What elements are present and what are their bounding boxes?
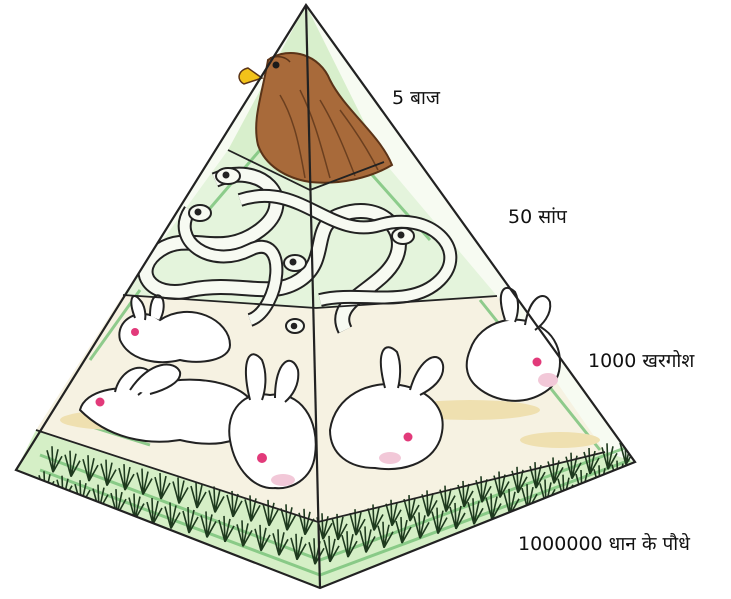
- label-plant-count: 1000000: [518, 533, 603, 555]
- label-snake-name: सांप: [538, 206, 567, 228]
- label-eagle-name: बाज: [410, 87, 440, 109]
- label-plant-name: धान के पौधे: [609, 533, 690, 555]
- label-eagle: 5 बाज: [392, 84, 440, 110]
- label-eagle-count: 5: [392, 87, 404, 109]
- label-rabbit: 1000 खरगोश: [588, 347, 694, 373]
- label-snake-count: 50: [508, 206, 532, 228]
- label-plant: 1000000 धान के पौधे: [518, 530, 690, 556]
- label-snake: 50 सांप: [508, 203, 567, 229]
- label-rabbit-name: खरगोश: [642, 350, 694, 372]
- label-rabbit-count: 1000: [588, 350, 636, 372]
